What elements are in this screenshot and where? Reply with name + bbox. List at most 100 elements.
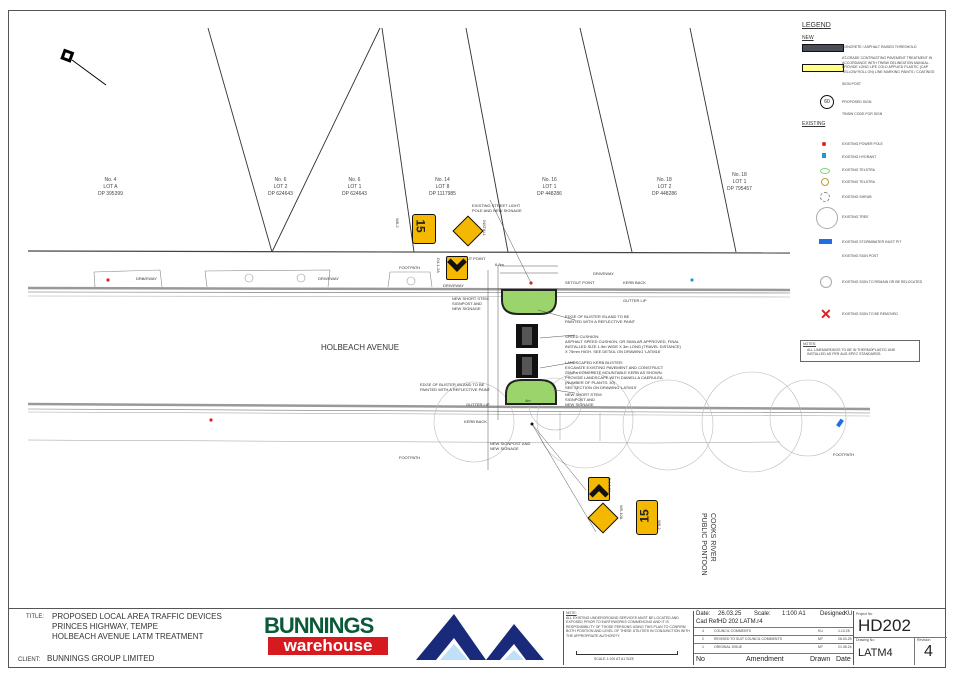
legend-label: EXISTING SHRUB bbox=[842, 195, 872, 199]
remain-sign-icon bbox=[820, 276, 832, 288]
power-pole-icon bbox=[822, 142, 826, 146]
kerb-back-label: KERB BACK bbox=[464, 419, 487, 424]
warehouse-wordmark: warehouse bbox=[268, 637, 388, 655]
lot-label: No. 18 LOT 2 DP 448286 bbox=[652, 177, 677, 197]
drawing-no: LATM4 bbox=[858, 647, 893, 659]
footpath-label: FOOTPATH bbox=[399, 265, 421, 270]
revision-number: 4 bbox=[924, 643, 933, 660]
designed-label: Designed bbox=[820, 611, 846, 617]
south-kerb bbox=[27, 402, 871, 417]
south-footpath bbox=[27, 412, 781, 444]
legend-label: EXISTING STORMWATER INLET PIT bbox=[842, 240, 902, 244]
driveway-label: DRIVEWAY bbox=[593, 271, 614, 276]
kerb-blister-north bbox=[501, 289, 557, 315]
install-label: INSTALL bbox=[482, 220, 487, 236]
speed-value: 15 bbox=[413, 219, 428, 233]
bunnings-wordmark: BUNNINGS bbox=[264, 613, 374, 638]
note-title: NOTE: bbox=[566, 611, 577, 615]
pavement-swatch bbox=[802, 64, 844, 72]
threshold-swatch bbox=[802, 44, 844, 52]
speed-sign-w8-2: 15 bbox=[412, 214, 436, 244]
landscaped-blister-note: LANDSCAPED KERB BLISTER: EXCAVATE EXISTI… bbox=[565, 360, 664, 390]
legend-label: AT-GRADE CONTRASTING PAVEMENT TREATMENT … bbox=[842, 56, 935, 74]
shrub-icon bbox=[820, 192, 830, 202]
legend-notes: NOTES: ALL LINEMARKINGS TO BE IN THERMOP… bbox=[800, 340, 920, 362]
notes-title: NOTES: bbox=[803, 342, 817, 346]
speed-cushion-1 bbox=[516, 324, 538, 348]
shrub-icons bbox=[244, 273, 416, 286]
sign-code: W8-2 bbox=[657, 520, 662, 530]
speed-cushion-2 bbox=[516, 354, 538, 378]
scale-label: Scale: bbox=[754, 611, 771, 617]
north-kerb bbox=[27, 286, 791, 298]
project-no-label: Project No bbox=[856, 612, 873, 616]
chevron-sign-d4-1-2a bbox=[588, 477, 610, 501]
rev-date: 26.03.25 bbox=[838, 637, 852, 641]
kerb-back-label: KERB BACK bbox=[623, 280, 646, 285]
lot-label: No. 4 LOT A DP 395399 bbox=[98, 177, 123, 197]
header-date: Date bbox=[836, 656, 851, 663]
table-row: 1 ORIGINAL ISSUE MT 21.08.24 bbox=[694, 643, 854, 649]
legend-label: EXISTING SIGN TO REMAIN OR BE RELOCATED bbox=[842, 280, 923, 284]
project-block: Project No HD202 Drawing No LATM4 Revisi… bbox=[853, 611, 947, 665]
speed-value: 15 bbox=[637, 509, 652, 523]
revision-header: No Amendment Drawn Date bbox=[694, 653, 854, 663]
rev-drawn: MT bbox=[818, 637, 824, 641]
project-no: HD202 bbox=[858, 616, 911, 635]
date-label: Date: bbox=[696, 611, 711, 617]
proposed-sign-icon: 60 bbox=[820, 95, 834, 109]
title-block bbox=[8, 608, 946, 669]
client-label: CLIENT: bbox=[18, 657, 41, 663]
short-stem-note: NEW SHORT STEM SIGNPOST AND NEW SIGNAGE bbox=[565, 392, 602, 407]
rev-no: 4 bbox=[702, 629, 704, 633]
tree-icon bbox=[816, 207, 838, 229]
title-label: TITLE: bbox=[26, 614, 45, 620]
lot-label: No. 18 LOT 1 DP 795457 bbox=[727, 172, 752, 192]
legend-label: TfNSW CODE FOR SIGN bbox=[842, 112, 883, 116]
street-name: HOLBEACH AVENUE bbox=[321, 343, 400, 352]
short-stem-note: NEW SHORT STEM SIGNPOST AND NEW SIGNAGE bbox=[452, 296, 489, 311]
rev-drawn: MT bbox=[818, 645, 824, 649]
legend-label: EXISTING TELSTRA bbox=[842, 168, 875, 172]
lot-label: No. 6 LOT 2 DP 624643 bbox=[268, 177, 293, 197]
new-signpost-icon bbox=[530, 422, 534, 426]
telstra-icon bbox=[820, 168, 830, 174]
drawing-title: PROPOSED LOCAL AREA TRAFFIC DEVICES PRIN… bbox=[52, 612, 222, 641]
lot-label: No. 16 LOT 1 DP 448286 bbox=[537, 177, 562, 197]
kerb-blister-south bbox=[505, 379, 557, 405]
scale-caption: SCALE 1:100 AT A1 SIZE bbox=[594, 657, 634, 661]
rev-amendment: COUNCIL COMMENTS bbox=[714, 629, 752, 633]
rev-no: 2 bbox=[702, 637, 704, 641]
footpath-label: FOOTPATH bbox=[399, 455, 421, 460]
stormwater-pit-icon bbox=[819, 239, 832, 244]
dimension-width: 6.8m bbox=[495, 262, 504, 267]
legend: LEGEND NEW CONCRETE / ASPHALT RAISED THR… bbox=[792, 18, 942, 368]
pontoon-label: COOKS RIVER PUBLIC PONTOON bbox=[700, 513, 716, 576]
hdd-logo bbox=[416, 614, 544, 660]
cad-ref-value: HD 202 LATM.r4 bbox=[718, 619, 763, 625]
property-boundary-line bbox=[27, 250, 791, 254]
sign-code: W8-2 bbox=[395, 218, 400, 228]
sign-code: W5-10A bbox=[619, 505, 624, 520]
legend-label: EXISTING HYDRANT bbox=[842, 155, 877, 159]
date-value: 26.03.25 bbox=[718, 611, 742, 617]
driveway-label: DRIVEWAY bbox=[443, 283, 464, 288]
drawing-no-label: Drawing No bbox=[856, 638, 875, 642]
setout-point-label: SETOUT POINT bbox=[565, 280, 595, 285]
client-name: BUNNINGS GROUP LIMITED bbox=[47, 654, 155, 663]
power-pole-icon bbox=[106, 278, 110, 282]
telstra-icon bbox=[821, 178, 829, 186]
leader-lines bbox=[489, 199, 597, 533]
sign-code: D4-1-2A bbox=[436, 258, 441, 273]
legend-label: CONCRETE / ASPHALT RAISED THRESHOLD bbox=[842, 45, 917, 49]
chevron-sign-d4-1-2a bbox=[446, 256, 468, 280]
bunnings-logo: BUNNINGS warehouse bbox=[264, 613, 394, 659]
legend-existing-heading: EXISTING bbox=[802, 121, 826, 127]
designed-value: KU bbox=[844, 611, 853, 617]
tree-icons bbox=[433, 371, 847, 473]
rev-drawn: KU bbox=[818, 629, 823, 633]
legend-title: LEGEND bbox=[802, 22, 831, 29]
power-pole-icon bbox=[209, 418, 213, 422]
rev-amendment: REVISED TO SUIT COUNCIL COMMENTS bbox=[714, 637, 782, 641]
